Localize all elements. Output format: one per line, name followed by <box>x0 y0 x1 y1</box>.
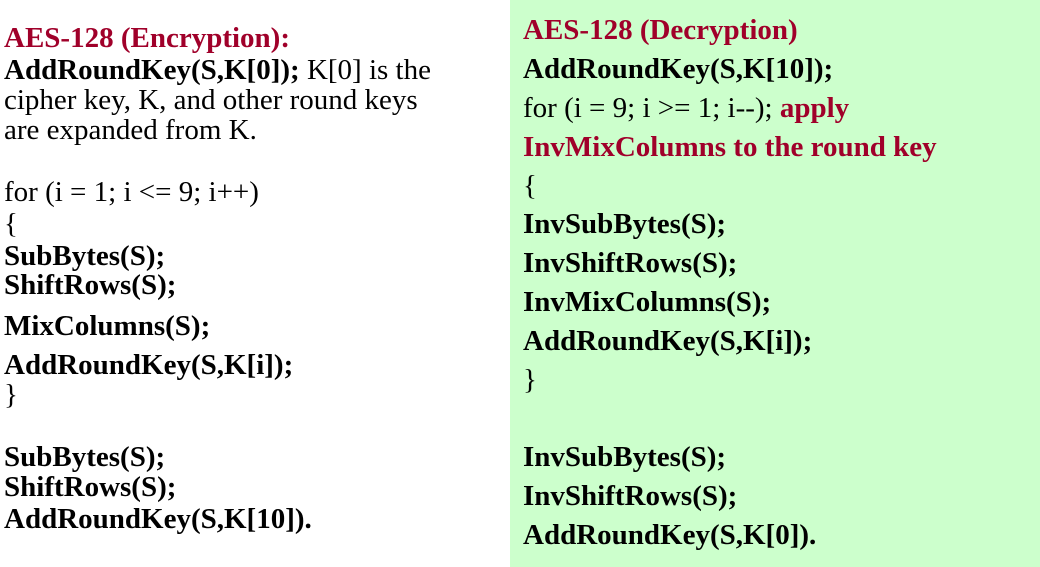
encryption-title: AES-128 (Encryption): <box>4 22 290 54</box>
encryption-loop-step: AddRoundKey(S,K[i]); <box>4 349 294 381</box>
decryption-close-brace: } <box>523 364 537 396</box>
decryption-loop-header: for (i = 9; i >= 1; i--); <box>523 92 773 124</box>
decryption-first-call: AddRoundKey(S,K[10]); <box>523 53 834 85</box>
decryption-final-step: AddRoundKey(S,K[0]). <box>523 519 817 551</box>
encryption-note-line: cipher key, K, and other round keys <box>4 84 418 116</box>
encryption-loop-header: for (i = 1; i <= 9; i++) <box>4 176 259 208</box>
encryption-panel: AES-128 (Encryption): AddRoundKey(S,K[0]… <box>0 0 500 567</box>
encryption-open-brace: { <box>4 208 18 240</box>
decryption-title: AES-128 (Decryption) <box>523 14 798 46</box>
decryption-loop-step: InvMixColumns(S); <box>523 286 772 318</box>
encryption-first-note: K[0] is the <box>299 54 431 86</box>
encryption-loop-step: SubBytes(S); <box>4 240 166 272</box>
decryption-panel: AES-128 (Decryption) AddRoundKey(S,K[10]… <box>510 0 1040 567</box>
encryption-first-call: AddRoundKey(S,K[0]); <box>4 54 300 86</box>
decryption-final-step: InvSubBytes(S); <box>523 441 727 473</box>
encryption-first-line: AddRoundKey(S,K[0]); K[0] is the <box>4 56 431 85</box>
encryption-loop-step: MixColumns(S); <box>4 310 211 342</box>
encryption-final-step: ShiftRows(S); <box>4 471 177 503</box>
decryption-loop-step: AddRoundKey(S,K[i]); <box>523 325 813 357</box>
decryption-loop-note: InvMixColumns to the round key <box>523 131 937 163</box>
decryption-open-brace: { <box>523 170 537 202</box>
encryption-close-brace: } <box>4 379 18 411</box>
decryption-loop-step: InvSubBytes(S); <box>523 208 727 240</box>
encryption-loop-step: ShiftRows(S); <box>4 269 177 301</box>
encryption-final-step: SubBytes(S); <box>4 441 166 473</box>
encryption-note-line: are expanded from K. <box>4 114 257 146</box>
decryption-loop-note: apply <box>772 92 850 124</box>
decryption-loop-step: InvShiftRows(S); <box>523 247 738 279</box>
encryption-final-step: AddRoundKey(S,K[10]). <box>4 503 312 535</box>
decryption-final-step: InvShiftRows(S); <box>523 480 738 512</box>
decryption-loop-line: for (i = 9; i >= 1; i--); apply <box>523 94 849 123</box>
